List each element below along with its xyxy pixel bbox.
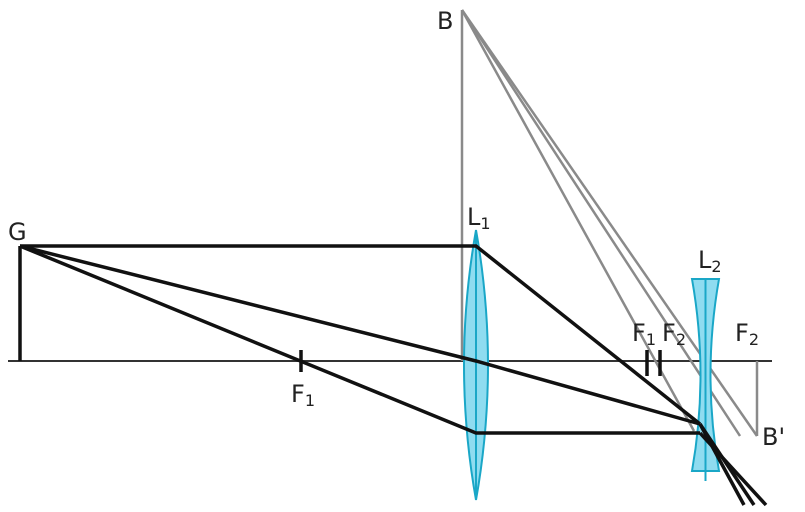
construction-line-2	[460, 9, 759, 437]
lens-2-label: L2	[698, 246, 722, 276]
focus-2-left-label: F2	[662, 319, 686, 349]
object-label: G	[8, 218, 27, 246]
parallel-ray	[20, 244, 702, 426]
lens-1-label: L1	[467, 203, 491, 233]
focus-2-right-label: F2	[735, 319, 759, 349]
final-image-label: B'	[762, 423, 785, 451]
virtual-image-label: B	[437, 7, 453, 35]
focus-1-right-label: F1	[632, 319, 656, 349]
construction-line-1	[460, 9, 696, 432]
focal-ticks	[299, 350, 662, 376]
emerging-ray-3	[698, 431, 768, 507]
construction-line-3	[460, 9, 742, 437]
focus-1-left-label: F1	[291, 380, 315, 410]
focal-ray	[19, 244, 700, 435]
central-ray	[19, 244, 701, 426]
principal-rays	[19, 244, 768, 507]
construction-lines	[460, 9, 759, 437]
